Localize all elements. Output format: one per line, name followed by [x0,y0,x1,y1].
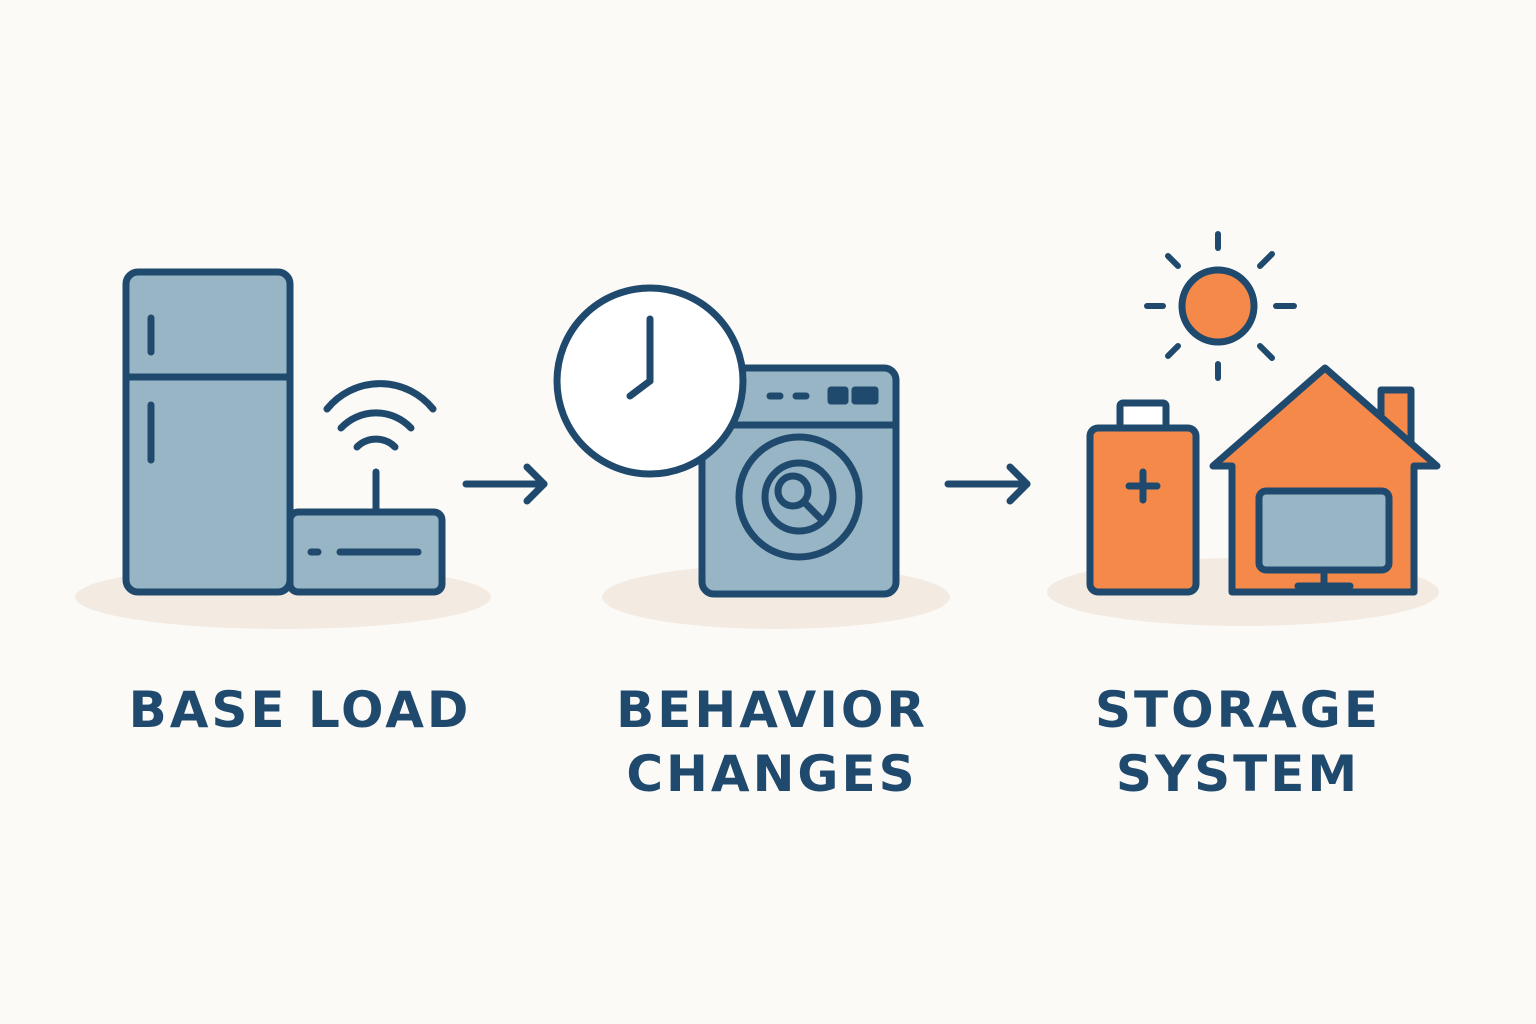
monitor-icon [1255,487,1393,590]
refrigerator-icon [122,268,294,596]
step-label-storage-system: STORAGE SYSTEM [1028,678,1448,806]
arrow-right-icon [944,463,1031,505]
step-label-line: BEHAVIOR [616,681,928,739]
step-label-behavior-changes: BEHAVIOR CHANGES [562,678,982,806]
clock-icon [553,284,747,478]
step-label-line: BASE LOAD [128,681,472,739]
step-label-line: STORAGE [1094,681,1381,739]
step-label-line: CHANGES [626,745,918,803]
sun-icon [1144,231,1297,381]
step-label-line: SYSTEM [1115,745,1361,803]
wifi-router-icon [286,380,446,596]
battery-icon [1086,399,1200,596]
washing-machine-icon [698,364,900,598]
step-label-base-load: BASE LOAD [90,678,510,742]
arrow-right-icon [462,463,548,505]
